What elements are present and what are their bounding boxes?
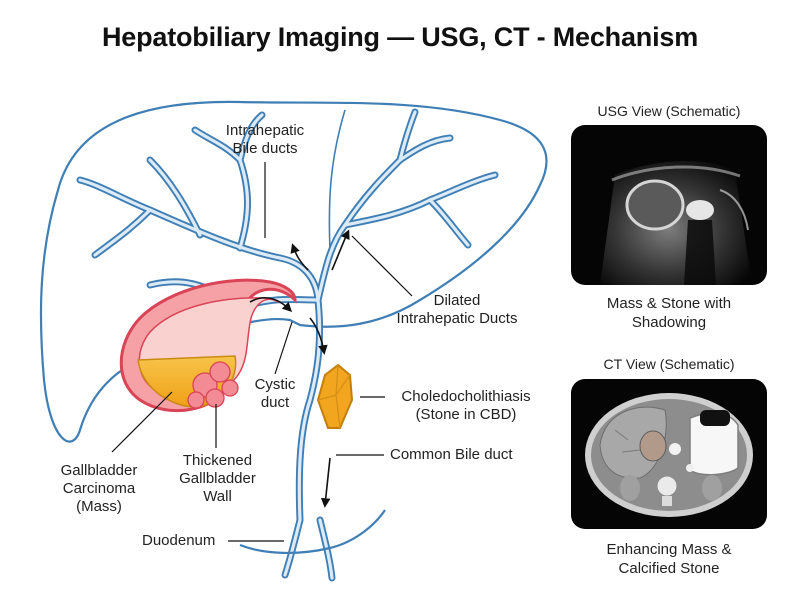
label-common-bile-duct: Common Bile duct <box>390 446 513 463</box>
flow-arrows <box>249 229 350 508</box>
duodenum <box>239 509 386 554</box>
label-duodenum: Duodenum <box>142 532 216 549</box>
label-gallbladder-carcinoma: Gallbladder Carcinoma (Mass) <box>60 462 138 515</box>
leader-lines <box>111 162 413 542</box>
ct-description: Enhancing Mass & Calcified Stone <box>606 541 732 577</box>
label-cystic-duct: Cystic duct <box>254 376 296 411</box>
gallbladder <box>119 278 297 413</box>
cbd-stone <box>316 363 354 429</box>
bile-duct-tree <box>76 108 499 582</box>
label-intrahepatic-bile-ducts: Intrahepatic Bile ducts <box>225 122 305 157</box>
label-thickened-gallbladder-wall: Thickened Gallbladder Wall <box>179 452 256 505</box>
ct-caption: CT View (Schematic) <box>603 356 735 372</box>
usg-image <box>571 125 767 285</box>
label-choledocholithiasis: Choledocholithiasis (Stone in CBD) <box>401 388 531 423</box>
label-dilated-intrahepatic-ducts: Dilated Intrahepatic Ducts <box>396 292 518 327</box>
usg-caption: USG View (Schematic) <box>597 103 741 119</box>
usg-description: Mass & Stone with Shadowing <box>606 295 732 331</box>
liver-fissure <box>328 109 346 251</box>
thickened-wall-nodules <box>187 361 239 409</box>
liver-outline <box>39 100 548 443</box>
page-title: Hepatobiliary Imaging — USG, CT - Mechan… <box>102 22 698 52</box>
ct-image <box>571 379 767 529</box>
